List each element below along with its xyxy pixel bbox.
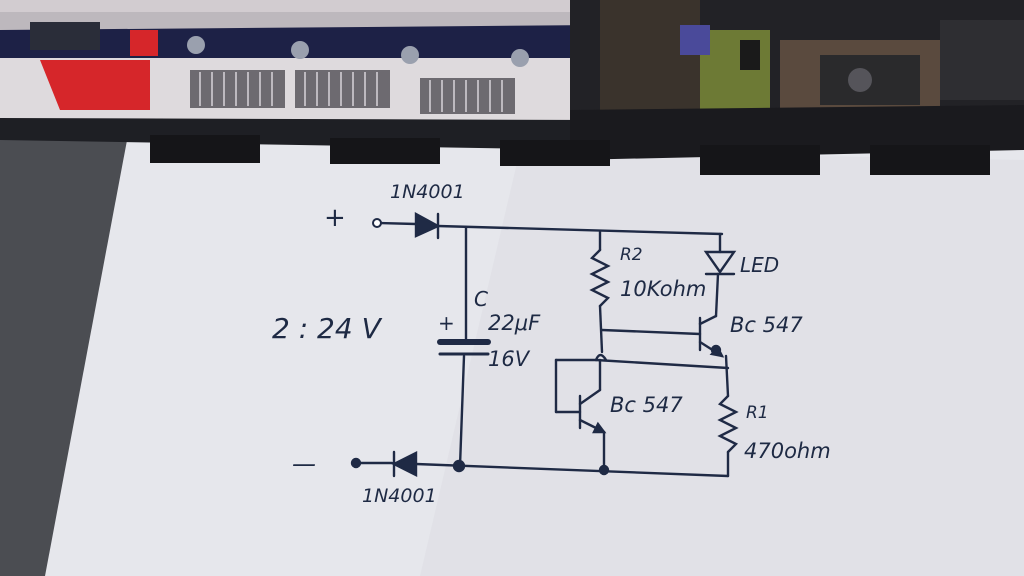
minus-terminal-label: — [292, 450, 316, 478]
voltage-label: 2 : 24 V [272, 312, 383, 345]
schematic-labels: + — 1N4001 1N4001 2 : 24 V C + 22μF 16V … [272, 181, 831, 507]
model-locomotive [0, 0, 1024, 175]
r2-name: R2 [620, 245, 643, 265]
resistor-r1-symbol [717, 394, 739, 454]
r2-value: 10Kohm [620, 277, 706, 301]
r1-value: 470ohm [744, 439, 831, 463]
capacitor-plus: + [438, 311, 455, 335]
diode-bottom-label: 1N4001 [362, 485, 437, 507]
capacitor-voltage: 16V [488, 347, 531, 371]
transistor-t1-label: Bc 547 [730, 313, 803, 337]
transistor-t2-label: Bc 547 [610, 393, 683, 417]
resistor-r2-symbol [589, 248, 611, 308]
r1-name: R1 [746, 403, 769, 423]
led-symbol [703, 250, 737, 275]
diode-bottom-symbol [391, 451, 418, 477]
capacitor-name: C [474, 287, 488, 311]
plus-terminal-label: + [324, 203, 346, 233]
led-label: LED [740, 253, 779, 277]
diode-top-label: 1N4001 [390, 181, 465, 203]
schematic-drawing [350, 211, 739, 478]
capacitor-value: 22μF [488, 311, 541, 335]
diode-top-symbol [414, 211, 441, 238]
